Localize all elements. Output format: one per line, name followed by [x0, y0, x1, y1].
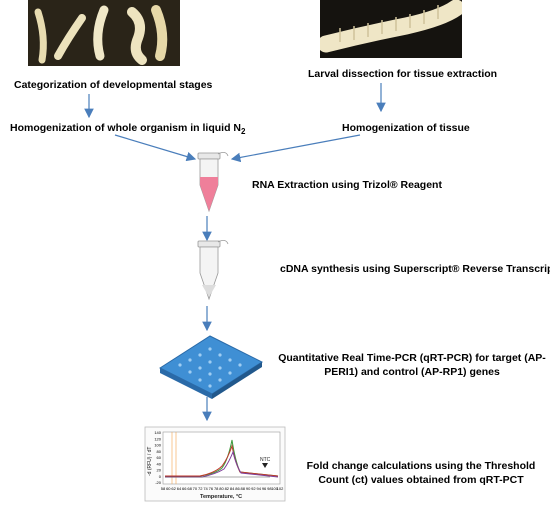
melt-x-tick: 80: [219, 486, 224, 491]
melt-y-tick: 0: [159, 474, 162, 479]
melt-x-tick: 94: [257, 486, 262, 491]
melt-ntc-label: NTC: [260, 457, 271, 463]
melt-x-tick: 90: [246, 486, 251, 491]
melt-x-tick: 96: [262, 486, 267, 491]
melt-y-tick: 60: [157, 455, 162, 460]
homogenize-whole-label: Homogenization of whole organism in liqu…: [10, 122, 245, 136]
melt-x-tick: 58: [161, 486, 166, 491]
melt-x-tick: 88: [241, 486, 246, 491]
larva-dissection-photo: [320, 0, 462, 58]
melt-y-tick: 80: [157, 449, 162, 454]
melt-x-tick: 64: [177, 486, 182, 491]
melt-x-tick: 70: [193, 486, 198, 491]
melt-x-tick: 62: [171, 486, 176, 491]
melt-x-tick: 66: [182, 486, 187, 491]
melt-x-tick: 84: [230, 486, 235, 491]
dissection-label: Larval dissection for tissue extraction: [308, 68, 498, 80]
cdna-label: cDNA synthesis using Superscript® Revers…: [280, 263, 550, 275]
melt-x-tick: 60: [166, 486, 171, 491]
homogenize-whole-subscript: 2: [241, 127, 246, 137]
melt-y-tick: 40: [157, 461, 162, 466]
melt-x-tick: 68: [187, 486, 192, 491]
melt-curve-chart: [144, 426, 286, 502]
fold-change-label: Fold change calculations using the Thres…: [306, 460, 536, 486]
melt-x-tick: 86: [235, 486, 240, 491]
melt-y-tick: 100: [154, 443, 161, 448]
larvae-stages-photo: [28, 0, 180, 66]
melt-x-tick: 78: [214, 486, 219, 491]
cdna-tube-icon: [197, 240, 229, 301]
pcr-plate-icon: [158, 335, 264, 399]
melt-y-tick: 20: [157, 468, 162, 473]
melt-y-tick: 140: [154, 430, 161, 435]
melt-x-tick: 100: [271, 486, 278, 491]
melt-xlabel: Temperature, °C: [200, 494, 242, 500]
melt-x-tick: 74: [203, 486, 208, 491]
arrow-tissue-to-rna: [230, 134, 361, 163]
qrtpcr-label: Quantitative Real Time-PCR (qRT-PCR) for…: [278, 352, 546, 378]
rna-extraction-label: RNA Extraction using Trizol® Reagent: [252, 179, 442, 191]
melt-y-tick: 120: [154, 436, 161, 441]
melt-x-tick: 76: [209, 486, 214, 491]
homogenize-tissue-label: Homogenization of tissue: [342, 122, 470, 134]
melt-x-tick: 102: [277, 486, 284, 491]
melt-x-tick: 72: [198, 486, 203, 491]
melt-y-tick: -20: [155, 480, 162, 485]
melt-x-tick: 98: [267, 486, 272, 491]
arrow-whole-to-rna: [114, 134, 197, 162]
rna-tube-icon: [197, 152, 229, 213]
melt-x-tick: 82: [225, 486, 230, 491]
homogenize-whole-text: Homogenization of whole organism in liqu…: [10, 122, 241, 134]
categorization-label: Categorization of developmental stages: [14, 79, 213, 91]
melt-x-tick: 92: [251, 486, 256, 491]
melt-ylabel: -d (RFU) / dT: [147, 447, 153, 476]
